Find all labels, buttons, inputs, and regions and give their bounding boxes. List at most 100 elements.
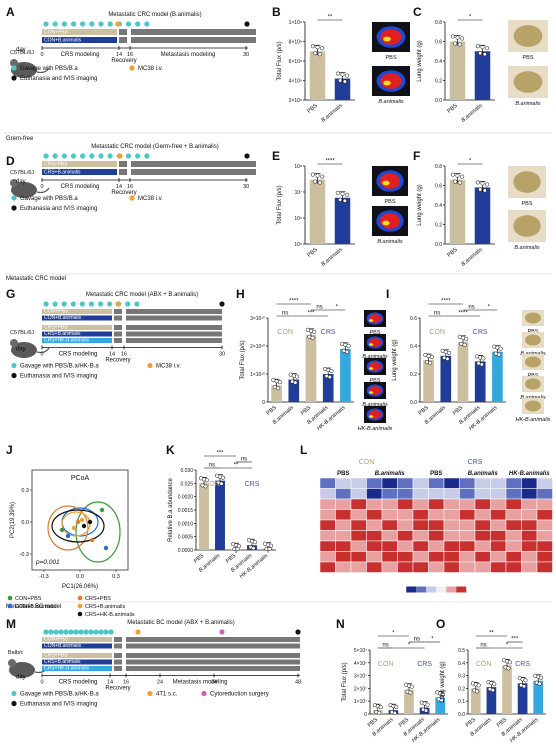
image-thumb <box>508 166 546 198</box>
bar-o-0 <box>470 688 481 714</box>
legend-entry: CON+PBS <box>15 596 42 602</box>
data-point <box>480 181 485 186</box>
bar-i-2 <box>457 341 469 402</box>
heatmap-cell <box>350 498 367 510</box>
data-point <box>446 350 452 355</box>
image-thumb <box>522 354 544 370</box>
day-label: day <box>16 347 26 353</box>
bar-k-0 <box>199 483 209 550</box>
legend-mc38: MC38 i.v. <box>138 196 163 202</box>
timeline-bar <box>42 666 112 671</box>
timeline-bar <box>42 637 112 642</box>
image-thumb <box>372 66 410 96</box>
gavage-dot <box>52 21 58 27</box>
data-point <box>340 191 345 196</box>
mouse-icon <box>10 179 50 198</box>
timeline-bar-label: CON+PBS <box>44 30 69 36</box>
recovery-bar <box>114 659 122 665</box>
bar-o-1 <box>486 687 497 714</box>
heatmap-cell <box>412 561 429 573</box>
image-thumb <box>364 334 386 351</box>
time-tick-label: 34 <box>211 680 217 686</box>
heatmap-cell <box>412 519 429 531</box>
panel-letter-e: E <box>272 149 280 163</box>
sig-label: ns <box>434 311 440 317</box>
metastasis-bar <box>131 169 256 175</box>
category-label: B.animalis <box>460 247 483 268</box>
heatmap-cell <box>319 540 336 552</box>
data-point <box>428 360 433 366</box>
timeline-title: Metastatic CRC model (Germ-free + B.anim… <box>91 144 219 150</box>
legend-gavage: Gavage with PBS/B.a <box>20 66 78 72</box>
time-tick-label: 16 <box>123 680 129 686</box>
timeline-bar-label: CRS+B.animalis <box>44 659 81 665</box>
heatmap-col-label: PBS <box>337 471 349 477</box>
scatter-point <box>99 507 105 513</box>
group-label-crs: CRS <box>473 329 488 336</box>
timeline-bar-label: CRS+PBS <box>44 162 68 168</box>
heatmap-cell <box>459 540 476 552</box>
heatmap-cell <box>350 561 367 573</box>
image-thumb <box>364 358 386 375</box>
image-label: PBS <box>384 199 395 205</box>
image-label: HK-B.animalis <box>358 426 393 432</box>
gavage-dot <box>43 153 49 159</box>
data-point <box>462 342 467 347</box>
data-point <box>338 197 343 202</box>
recovery-bar <box>114 325 122 330</box>
gavage-dot <box>107 153 113 159</box>
sig-label: *** <box>307 311 315 317</box>
timeline-bar <box>42 315 112 321</box>
sig-label: ** <box>328 15 333 21</box>
image-label: PBS <box>385 55 396 61</box>
gavage-dot <box>144 153 150 159</box>
colorbar-segment <box>416 586 427 593</box>
legend-gavage: Gavage with PBS/B.a <box>20 196 78 202</box>
image-label: PBS <box>369 330 380 336</box>
bar-h-4 <box>340 348 351 402</box>
time-tick-label: 14 <box>107 680 113 686</box>
gavage-dot <box>89 21 95 27</box>
phase-label: Recovery <box>105 358 130 364</box>
gavage-dot <box>108 629 114 635</box>
data-point <box>475 689 480 694</box>
image-thumb <box>508 20 548 52</box>
gavage-dot <box>98 21 104 27</box>
metastasis-bar <box>131 161 256 167</box>
heatmap-cell <box>536 519 553 531</box>
mouse-icon <box>10 59 50 78</box>
bar-c-1 <box>474 51 491 100</box>
legend-swatch <box>77 611 83 617</box>
phase-label: CRS modeling <box>59 680 98 686</box>
time-tick-label: 30 <box>243 184 249 190</box>
heatmap-cell <box>521 519 538 531</box>
heatmap-cell <box>505 519 522 531</box>
data-point <box>320 46 325 51</box>
heatmap-cell <box>459 551 476 563</box>
y-axis-label: PC2(19.39%) <box>10 502 16 538</box>
group-label-crs: CRS <box>515 661 530 668</box>
image-label: PBS <box>521 201 532 207</box>
data-point <box>475 180 480 185</box>
data-point <box>344 349 350 354</box>
gavage-dot <box>135 21 141 27</box>
data-point <box>310 172 315 177</box>
data-point <box>378 705 383 710</box>
group-label-con: CON <box>277 329 293 336</box>
time-tick-label: 14 <box>116 52 122 58</box>
gavage-dot <box>52 301 58 307</box>
y-axis-label: Relative B.a abundance <box>168 477 174 541</box>
heatmap-cell <box>521 488 538 500</box>
heatmap-cell <box>319 488 336 500</box>
data-point <box>478 51 483 56</box>
heatmap-cell <box>397 530 414 542</box>
recovery-bar <box>114 309 122 314</box>
data-point <box>523 678 528 683</box>
chart-e <box>303 163 355 245</box>
y-tick-label: 3×10¹⁰ <box>250 316 265 322</box>
legend-gavage-hk: Gavage with PBS/B.a/HK-B.a <box>20 364 99 370</box>
timeline-bar <box>42 331 112 337</box>
y-tick-label: 3×10⁷ <box>354 674 367 680</box>
time-tick-label: 16 <box>127 52 133 58</box>
